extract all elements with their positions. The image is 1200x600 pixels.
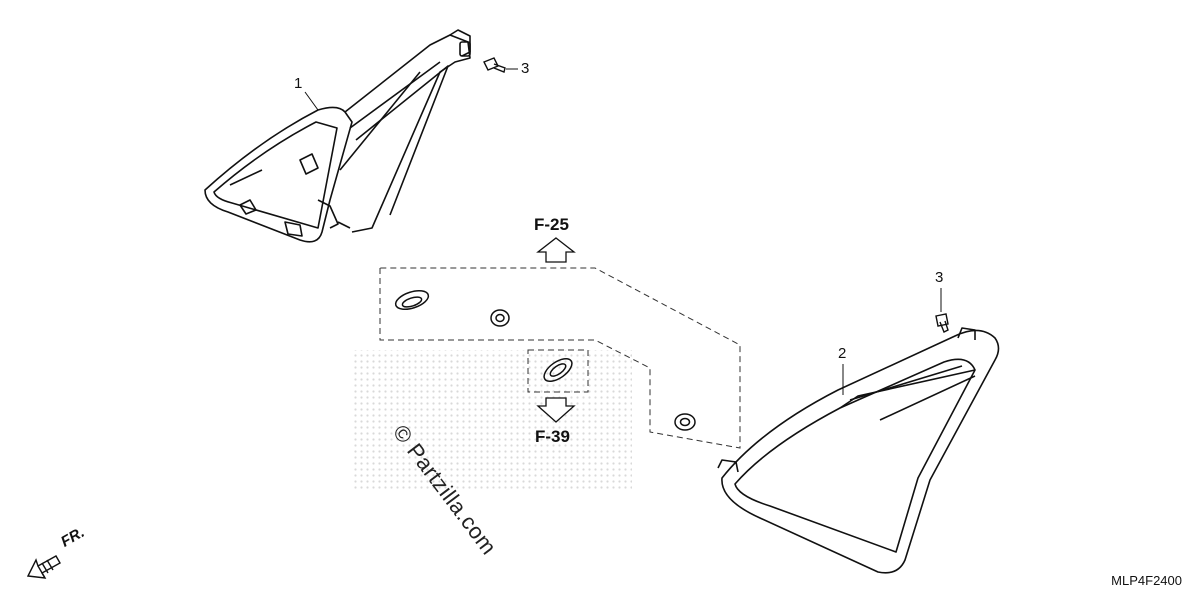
callout-3-right-label: 3 [935,269,944,286]
reference-f25: F-25 [534,215,569,234]
ref-arrow-down [536,397,576,423]
background-watermark-pattern [352,350,632,490]
grommet-group-outline [379,267,741,449]
front-direction-arrow [26,555,61,579]
bolt-right [935,288,949,333]
callout-1-label: 1 [294,75,303,92]
ref-arrow-up [536,237,576,263]
grommet-2 [490,309,510,327]
reference-f39: F-39 [535,427,570,446]
bolt-top [483,57,518,73]
grommet-1 [394,290,430,310]
grommet-4 [674,413,696,431]
callout-3-top-label: 3 [521,60,530,77]
part-2-side-cover [717,327,1000,574]
diagram-code: MLP4F2400 [1111,573,1182,588]
part-1-side-cover [204,29,471,243]
callout-2-label: 2 [838,345,847,362]
grommet-3 [543,357,573,383]
callout-1-leader [304,91,319,111]
